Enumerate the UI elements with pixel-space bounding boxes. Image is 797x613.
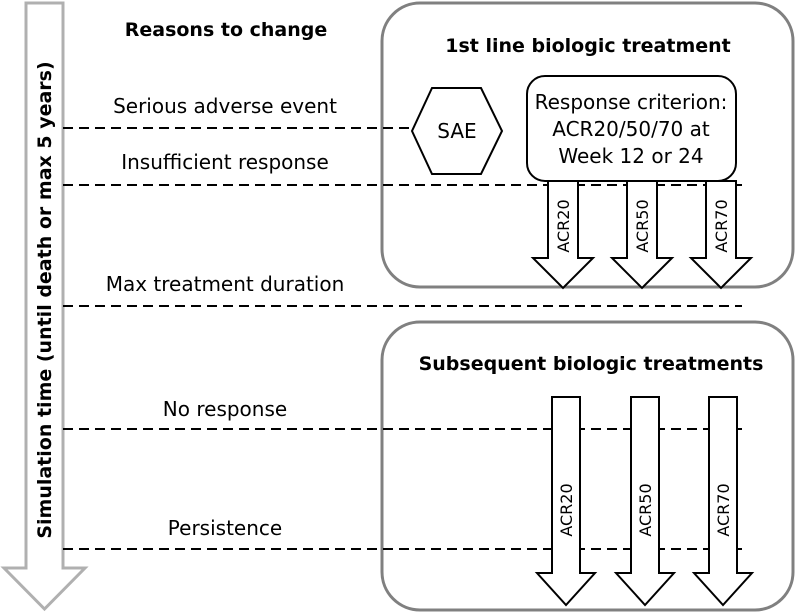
sae-label: SAE [437, 119, 476, 143]
first-line-acr70-arrow [688, 180, 754, 290]
criterion-line-2: ACR20/50/70 at [552, 117, 710, 141]
first-line-box [380, 1, 795, 289]
subsequent-acr20-arrow [534, 396, 598, 607]
subsequent-acr50-arrow [613, 396, 677, 607]
reason-serious-adverse-event: Serious adverse event [113, 94, 337, 118]
reasons-heading: Reasons to change [125, 19, 328, 41]
time-axis-arrow [0, 1, 89, 612]
first-line-acr70-label: ACR70 [712, 199, 731, 252]
first-line-acr20-arrow [530, 180, 596, 290]
first-line-title: 1st line biologic treatment [445, 35, 731, 57]
time-axis-label: Simulation time (until death or max 5 ye… [34, 61, 56, 538]
first-line-acr50-label: ACR50 [633, 199, 652, 252]
subsequent-title: Subsequent biologic treatments [419, 353, 764, 375]
subsequent-acr70-label: ACR70 [714, 483, 733, 536]
sae-hexagon [410, 87, 504, 175]
subsequent-acr20-label: ACR20 [557, 483, 576, 536]
subsequent-acr70-arrow [691, 396, 755, 607]
first-line-acr20-label: ACR20 [554, 199, 573, 252]
criterion-line-3: Week 12 or 24 [558, 144, 703, 168]
criterion-line-1: Response criterion: [535, 90, 728, 114]
subsequent-acr50-label: ACR50 [636, 483, 655, 536]
first-line-acr50-arrow [609, 180, 675, 290]
reason-insufficient-response: Insufficient response [121, 150, 329, 174]
subsequent-box [380, 320, 795, 612]
reason-no-response: No response [163, 397, 287, 421]
reason-persistence: Persistence [168, 516, 282, 540]
reason-max-treatment-duration: Max treatment duration [106, 272, 345, 296]
